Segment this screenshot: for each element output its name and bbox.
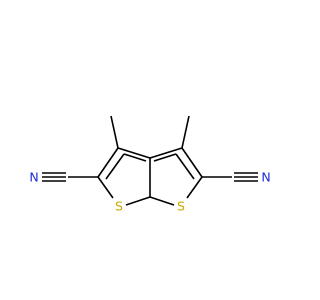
- ring-bond-left-top: [117, 147, 151, 159]
- methyl-bond-left: [110, 115, 119, 149]
- molecule-structure-canvas: S S N N: [29, 115, 271, 214]
- ring-bond-left-double-inner: [105, 153, 125, 180]
- methyl-bond-right: [181, 115, 190, 149]
- ring-bond-right-double-inner: [175, 153, 195, 180]
- sulfur-atom-right: S: [177, 199, 185, 214]
- ring-bond-right-top: [149, 147, 183, 159]
- ring-bond-left-c-s: [97, 176, 114, 199]
- nitrogen-atom-right: N: [261, 170, 270, 185]
- ring-bond-left-double-outer: [97, 147, 119, 178]
- ring-bond-left-s-c: [125, 196, 151, 206]
- sulfur-atom-left: S: [115, 199, 123, 214]
- ring-bond-right-s-c: [149, 196, 175, 206]
- ring-bond-left-top-double: [123, 153, 147, 162]
- ring-bond-right-c-s: [186, 176, 203, 199]
- ring-bond-right-top-double: [153, 153, 177, 162]
- ring-bond-right-double-outer: [181, 147, 203, 178]
- nitrogen-atom-left: N: [29, 170, 38, 185]
